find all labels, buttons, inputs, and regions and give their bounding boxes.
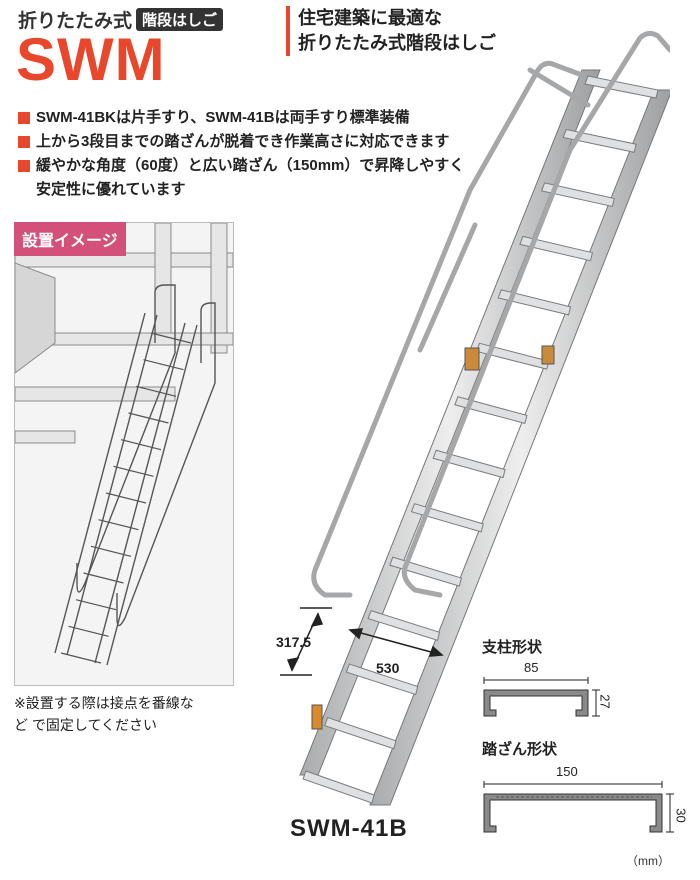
- model-title: SWM: [16, 26, 166, 93]
- unit-label: （mm）: [626, 854, 670, 868]
- product-name: SWM-41B: [290, 815, 408, 842]
- install-step: [60, 652, 102, 664]
- install-step: [98, 519, 139, 531]
- handrails: [311, 30, 670, 598]
- install-note: ※設置する際は接点を番線な ど で固定してください: [14, 692, 194, 736]
- install-step: [120, 439, 162, 451]
- rise-dimension: [280, 607, 332, 676]
- install-step: [135, 385, 177, 397]
- ladder-step: [497, 289, 572, 316]
- tagline-line-1: 住宅建築に最適な: [298, 8, 442, 28]
- install-step: [75, 599, 117, 611]
- install-step: [143, 359, 184, 371]
- ladder-step: [302, 770, 375, 804]
- post-width-value: 85: [524, 660, 539, 675]
- post-height-value: 27: [597, 694, 613, 709]
- feature-item: 上から3段目までの踏ざんが脱着でき作業高さに対応できます: [16, 130, 464, 154]
- ladder-step: [584, 75, 659, 99]
- ladder-step: [540, 182, 615, 208]
- ladder-step: [389, 556, 462, 587]
- feature-item: SWM-41BKは片手すり、SWM-41Bは両手すり標準装備: [16, 106, 464, 130]
- step-section-diagram: [483, 781, 674, 833]
- tagline-line-2: 折りたたみ式階段はしご: [298, 33, 496, 53]
- step-width-value: 150: [556, 764, 578, 779]
- install-note-line-2: ど で固定してください: [14, 717, 158, 733]
- step-height-value: 30: [673, 808, 689, 823]
- width-value: 530: [376, 660, 400, 676]
- rise-value: 317.5: [276, 634, 312, 650]
- post-shape-title: 支柱形状: [482, 639, 543, 656]
- ladder-step: [324, 716, 397, 750]
- ladder-step: [454, 396, 528, 424]
- right-rail: [369, 89, 670, 806]
- feature-item-continued: 安定性に優れています: [36, 181, 186, 198]
- post-section-diagram: [483, 677, 600, 717]
- install-step: [90, 545, 132, 557]
- width-dimension: [348, 628, 444, 657]
- feature-item: 緩やかな角度（60度）と広い踏ざん（150mm）で昇降しやすく: [16, 154, 464, 178]
- left-rail: [299, 69, 601, 776]
- category-heading: 折りたたみ式 階段はしご: [18, 6, 224, 33]
- category-label: 折りたたみ式: [18, 11, 133, 32]
- install-step: [83, 572, 124, 584]
- ladder-step: [519, 235, 594, 262]
- hinge-parts: [311, 345, 555, 730]
- install-step: [150, 332, 192, 344]
- feature-list: SWM-41BKは片手すり、SWM-41Bは両手すり標準装備 上から3段目までの…: [16, 106, 464, 202]
- install-steps: [60, 332, 192, 664]
- tagline: 住宅建築に最適な 折りたたみ式階段はしご: [286, 6, 496, 56]
- install-illustration: [15, 223, 233, 666]
- ladder-step: [345, 663, 419, 696]
- ladder-step: [367, 609, 441, 641]
- install-image-panel: [14, 222, 234, 686]
- step-shape-title: 踏ざん形状: [482, 741, 558, 758]
- category-badge: 階段はしご: [136, 8, 224, 31]
- install-label: 設置イメージ: [14, 222, 126, 256]
- install-step: [113, 465, 154, 477]
- install-note-line-1: ※設置する際は接点を番線な: [14, 695, 194, 711]
- install-step: [128, 412, 169, 424]
- ladder-illustration: [280, 30, 670, 806]
- install-step: [68, 625, 109, 637]
- install-step: [105, 492, 147, 504]
